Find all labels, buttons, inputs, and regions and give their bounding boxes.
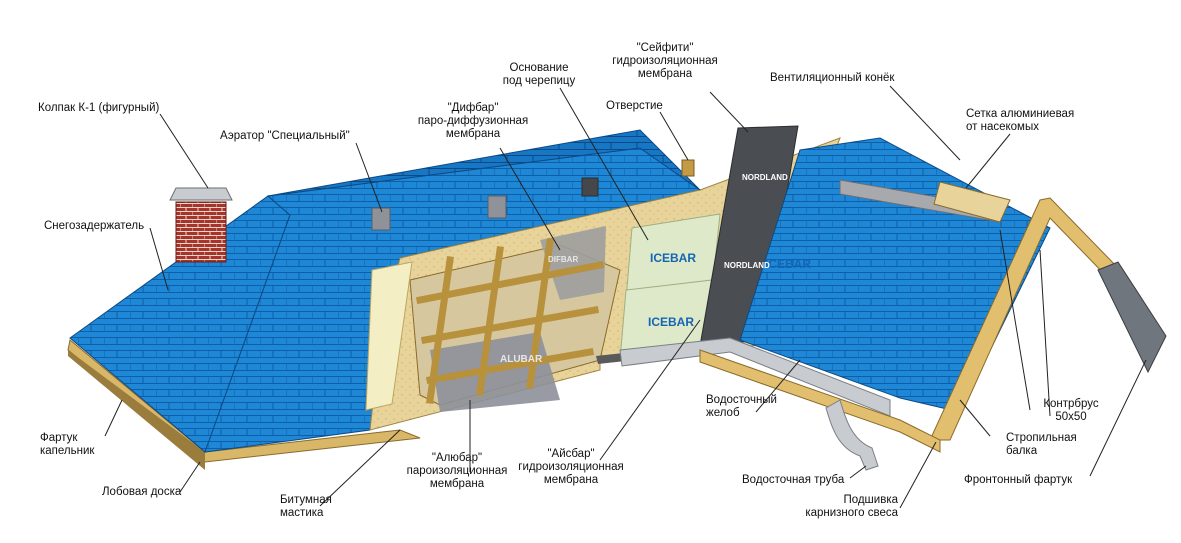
aluminium-mesh <box>933 181 1011 223</box>
label-soffit: Подшивка карнизного свеса <box>805 494 898 519</box>
label-gable-apron: Фронтонный фартук <box>964 474 1073 486</box>
rafter-grid <box>415 238 605 404</box>
rafter-beam <box>699 349 941 453</box>
label-bitumen-mastic: Битумная мастика <box>280 494 332 519</box>
upper-roof-slope <box>267 129 701 197</box>
label-aerator: Аэратор "Специальный" <box>220 130 350 142</box>
label-counter-batten: Контрбрус 50х50 <box>1043 398 1099 423</box>
label-rafter-beam: Стропильная балка <box>1006 432 1077 457</box>
vent-opening <box>681 159 695 177</box>
icebar-mark-3: ICEBAR <box>765 257 811 271</box>
aerator-3 <box>581 177 599 197</box>
label-aluminium-mesh: Сетка алюминиевая от насекомых <box>966 108 1075 133</box>
label-fascia-board: Лобовая доска <box>102 486 182 498</box>
label-downpipe: Водосточная труба <box>742 474 845 486</box>
chimney <box>175 201 227 263</box>
aerator-1 <box>371 207 391 231</box>
label-opening: Отверстие <box>606 100 663 112</box>
label-chimney-cap: Колпак К-1 (фигурный) <box>38 102 160 114</box>
label-snow-guard: Снегозадержатель <box>44 220 145 232</box>
nordland-mark-1: NORDLAND <box>742 173 788 182</box>
chimney-cap <box>169 187 233 201</box>
label-difbar: "Дифбар" паро-диффузионная мембрана <box>417 102 529 140</box>
icebar-mark-2: ICEBAR <box>648 315 694 329</box>
alubar-mark: ALUBAR <box>500 354 543 365</box>
fascia-board-dark <box>68 350 205 470</box>
label-safety: "Сейфити" гидроизоляционная мембрана <box>612 42 718 80</box>
label-drip-apron: Фартук капельник <box>40 432 95 457</box>
label-ventilation-ridge: Вентиляционный конёк <box>770 72 895 84</box>
nordland-mark-2: NORDLAND <box>724 261 770 270</box>
aerator-2 <box>487 195 507 219</box>
gable-apron <box>1097 261 1167 374</box>
icebar-mark-1: ICEBAR <box>650 251 696 265</box>
label-alubar: "Алюбар" пароизоляционная мембрана <box>406 452 508 490</box>
insulation-board <box>365 261 413 411</box>
downpipe <box>825 399 879 471</box>
difbar-mark: DIFBAR <box>548 255 578 264</box>
label-osb-base: Основание под черепицу <box>502 62 576 87</box>
leader-lines <box>104 85 1147 509</box>
label-icebar: "Айсбар" гидроизоляционная мембрана <box>518 448 624 486</box>
label-gutter: Водосточный желоб <box>706 394 777 419</box>
